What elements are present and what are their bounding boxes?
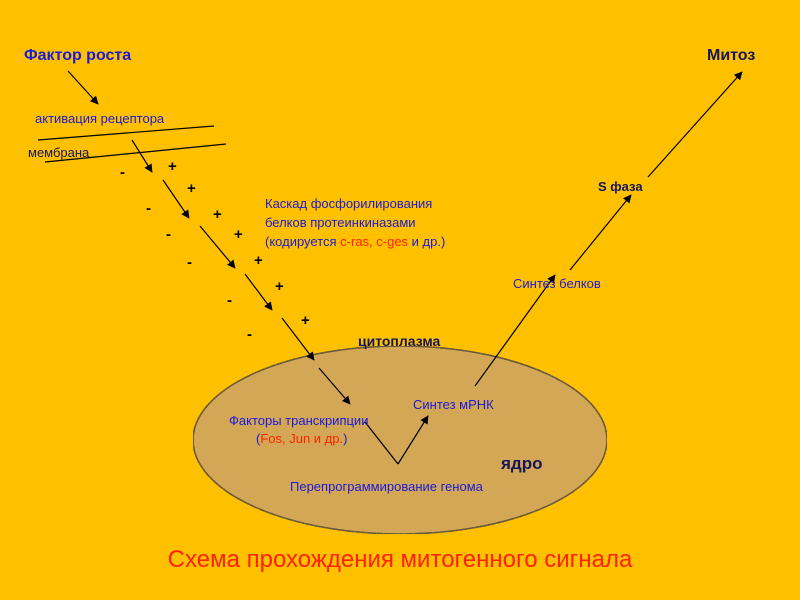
s-phase-label: S фаза — [598, 179, 643, 194]
mrna-synthesis-label: Синтез мРНК — [413, 397, 494, 412]
cascade-genes: c-ras, c-ges — [340, 234, 409, 249]
arrow-to-s-phase — [569, 194, 632, 271]
tf-open-paren: ( — [256, 431, 261, 446]
arrow-cascade-4 — [244, 273, 273, 311]
nucleus-label: ядро — [501, 454, 543, 473]
genome-reprogramming-label: Перепрограммирование генома — [290, 479, 483, 494]
minus-sign: - — [187, 254, 192, 271]
receptor-activation-label: активация рецептора — [35, 111, 165, 126]
tf-close-paren: ) — [343, 431, 348, 446]
arrow-cascade-3 — [199, 225, 236, 269]
plus-sign: + — [234, 226, 243, 243]
diagram-title: Схема прохождения митогенного сигнала — [167, 546, 633, 573]
plus-sign: + — [301, 312, 310, 329]
arrow-growth-factor — [67, 70, 99, 105]
arrow-to-protein-synthesis — [474, 274, 556, 387]
cascade-line-2: белков протеинкиназами — [265, 215, 416, 230]
membrane-line-bottom — [44, 143, 227, 163]
cascade-label: Каскад фосфорилирования белков протеинки… — [265, 194, 445, 251]
arrow-to-mitosis — [647, 71, 743, 178]
minus-sign: - — [120, 164, 125, 181]
arrow-to-mrna — [397, 415, 429, 465]
nucleus-ellipse — [192, 345, 608, 535]
cascade-line-3-prefix: (кодируется — [265, 234, 341, 249]
cascade-line-3-suffix: и др.) — [408, 234, 446, 249]
minus-sign: - — [247, 326, 252, 343]
cytoplasm-label: цитоплазма — [358, 333, 441, 349]
plus-sign: + — [254, 252, 263, 269]
plus-sign: + — [187, 180, 196, 197]
tf-genes: Fos, Jun и др. — [260, 431, 344, 446]
arrow-to-transcription-factors — [318, 367, 351, 405]
cascade-line-1: Каскад фосфорилирования — [265, 196, 433, 211]
arrow-cascade-2 — [162, 179, 190, 219]
plus-sign: + — [168, 158, 177, 175]
growth-factor-label: Фактор роста — [24, 47, 132, 64]
plus-sign: + — [275, 278, 284, 295]
cascade-line-3: (кодируется c-ras, c-ges и др.) — [265, 232, 445, 251]
transcription-factors-genes: (Fos, Jun и др.) — [256, 431, 347, 447]
protein-synthesis-label: Синтез белков — [513, 276, 601, 291]
arrow-cascade-1 — [131, 139, 153, 173]
transcription-factors-label: Факторы транскрипции — [229, 413, 369, 428]
membrane-label: мембрана — [28, 145, 90, 160]
membrane-line-top — [37, 125, 215, 141]
arrow-to-genome — [364, 421, 399, 465]
minus-sign: - — [227, 292, 232, 309]
minus-sign: - — [166, 226, 171, 243]
mitosis-label: Митоз — [707, 47, 756, 64]
plus-sign: + — [213, 206, 222, 223]
minus-sign: - — [146, 200, 151, 217]
arrow-cascade-5 — [281, 317, 315, 361]
